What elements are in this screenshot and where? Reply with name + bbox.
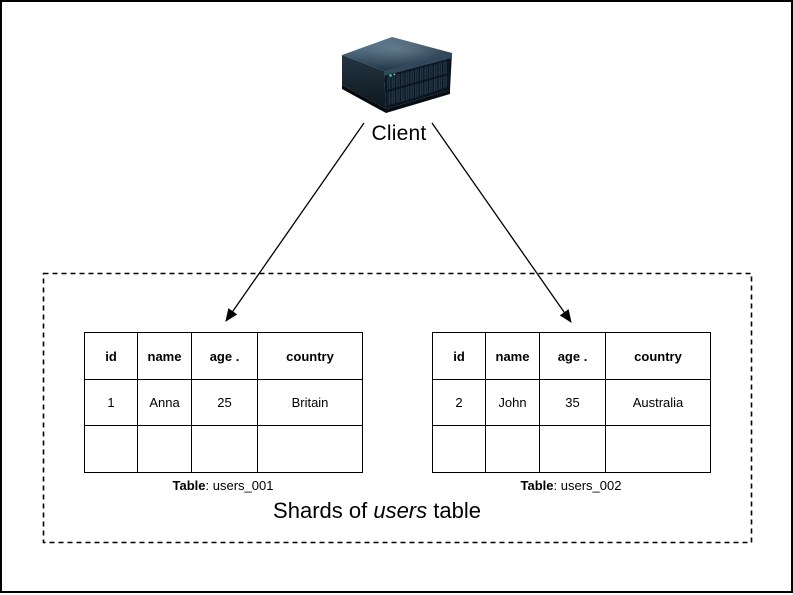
shard-table-users-001: id name age . country 1 Anna 25 Britain [84, 332, 363, 473]
table-caption-bold: Table [520, 478, 554, 493]
shard-table-users-002: id name age . country 2 John 35 Australi… [432, 332, 711, 473]
table-cell [257, 425, 363, 473]
client-label: Client [371, 122, 427, 145]
arrow-client-to-shard2 [431, 122, 572, 323]
table-caption-name: : users_001 [205, 478, 274, 493]
shards-group-caption: Shards of users table [43, 498, 711, 524]
server-left-face [342, 55, 386, 109]
table-cell: Britain [257, 379, 363, 426]
column-header-age: age . [191, 332, 258, 380]
table-row: 1 Anna 25 Britain [84, 379, 363, 426]
table-cell [84, 425, 138, 473]
server-icon [340, 33, 458, 115]
table-cell: Anna [137, 379, 192, 426]
column-header-age: age . [539, 332, 606, 380]
table-caption-users-002: Table: users_002 [432, 478, 710, 493]
server-led [389, 74, 392, 77]
table-cell [605, 425, 711, 473]
shards-caption-emphasis: users [373, 498, 428, 523]
table-cell [432, 425, 486, 473]
shard-block-users-002: id name age . country 2 John 35 Australi… [432, 332, 711, 493]
table-cell: 1 [84, 379, 138, 426]
table-cell: John [485, 379, 540, 426]
column-header-country: country [257, 332, 363, 380]
server-base [386, 90, 450, 113]
table-cell [485, 425, 540, 473]
column-header-id: id [432, 332, 486, 380]
shard-block-users-001: id name age . country 1 Anna 25 Britain … [84, 332, 363, 493]
column-header-country: country [605, 332, 711, 380]
table-caption-users-001: Table: users_001 [84, 478, 362, 493]
table-row [84, 425, 363, 473]
table-cell [539, 425, 606, 473]
column-header-id: id [84, 332, 138, 380]
arrow-client-to-shard1 [225, 122, 365, 322]
table-cell: 35 [539, 379, 606, 426]
table-cell [191, 425, 258, 473]
table-row [432, 425, 711, 473]
table-caption-bold: Table [172, 478, 206, 493]
table-cell: Australia [605, 379, 711, 426]
table-cell [137, 425, 192, 473]
shards-caption-prefix: Shards of [273, 498, 374, 523]
table-cell: 2 [432, 379, 486, 426]
column-header-name: name [137, 332, 192, 380]
table-cell: 25 [191, 379, 258, 426]
shards-caption-suffix: table [427, 498, 481, 523]
table-caption-name: : users_002 [553, 478, 622, 493]
table-row: 2 John 35 Australia [432, 379, 711, 426]
server-disk-array [387, 60, 447, 106]
column-header-name: name [485, 332, 540, 380]
